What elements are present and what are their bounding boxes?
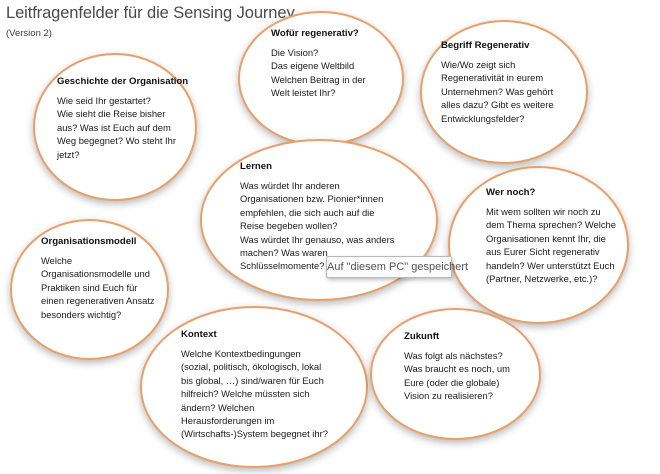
bubble-heading: Organisationsmodell (41, 236, 137, 247)
bubble-heading: Begriff Regenerativ (441, 40, 530, 51)
save-location-tooltip: Auf "diesem PC" gespeichert (326, 256, 468, 278)
bubble-heading: Kontext (181, 329, 217, 340)
bubble-text: Mit wem sollten wir noch zu dem Thema sp… (486, 206, 616, 285)
bubble-kontext: Kontext Welche Kontextbedingungen (sozia… (140, 306, 368, 468)
bubble-heading: Wofür regenerativ? (271, 28, 359, 39)
bubble-organisationsmodell: Organisationsmodell Welche Organisations… (10, 219, 169, 360)
bubble-geschichte: Geschichte der Organisation Wie seid Ihr… (33, 53, 197, 201)
bubble-heading: Lernen (240, 161, 272, 172)
bubble-lernen: Lernen Was würdet Ihr anderen Organisati… (200, 139, 438, 301)
bubble-text: Wie/Wo zeigt sich Regenerativität in eur… (441, 59, 554, 124)
bubble-heading: Geschichte der Organisation (57, 76, 189, 87)
bubble-text: Was würdet Ihr anderen Organisationen bz… (240, 180, 395, 272)
bubble-text: Was folgt als nächstes? Was braucht es n… (404, 350, 510, 402)
bubble-zukunft: Zukunft Was folgt als nächstes? Was brau… (370, 308, 541, 440)
bubble-heading: Zukunft (404, 331, 440, 342)
bubble-wofuer: Wofür regenerativ? Die Vision? Das eigen… (238, 11, 404, 146)
page-subtitle: (Version 2) (6, 28, 52, 39)
bubble-text: Welche Organisationsmodelle und Praktike… (41, 255, 155, 320)
bubble-text: Wie seid Ihr gestartet? Wie sieht die Re… (57, 95, 176, 160)
bubble-text: Die Vision? Das eigene Weltbild Welchen … (271, 47, 366, 99)
bubble-wer-noch: Wer noch? Mit wem sollten wir noch zu de… (448, 166, 629, 324)
bubble-text: Welche Kontextbedingungen (sozial, polit… (181, 348, 328, 440)
bubble-heading: Wer noch? (486, 187, 536, 198)
bubble-begriff: Begriff Regenerativ Wie/Wo zeigt sich Re… (420, 20, 588, 164)
page-title: Leitfragenfelder für die Sensing Journey (6, 4, 295, 22)
